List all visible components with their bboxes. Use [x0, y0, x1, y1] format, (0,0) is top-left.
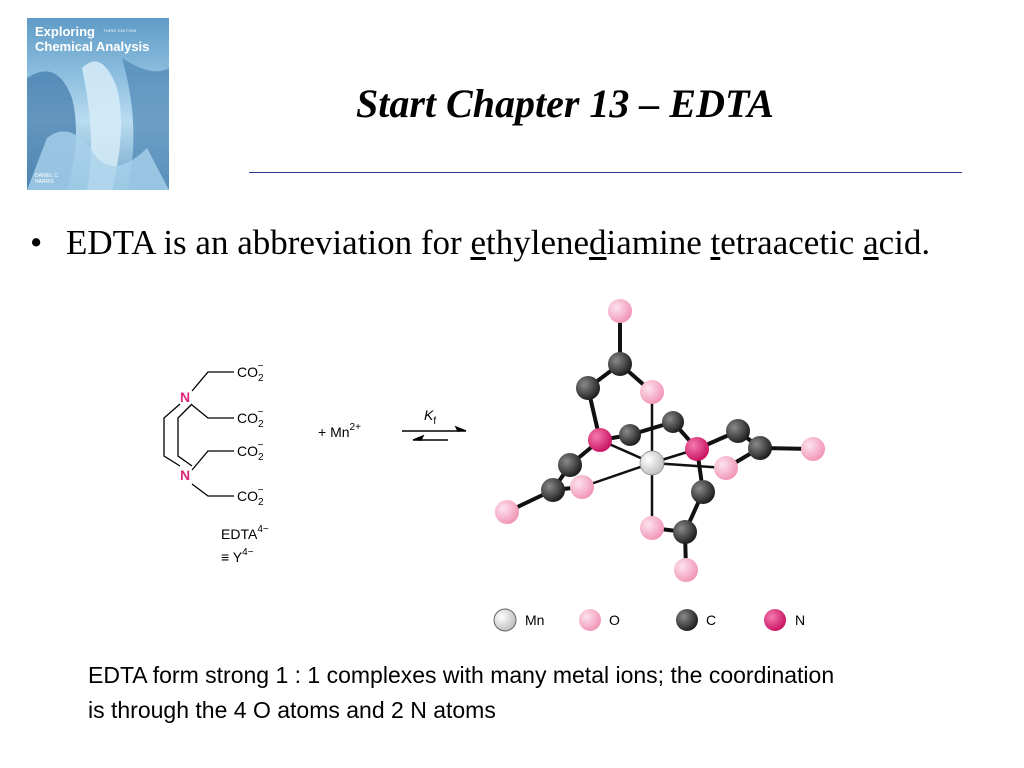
carbon-atom	[662, 411, 684, 433]
bullet-marker: •	[30, 223, 43, 262]
carboxylate-label-1: CO2−	[237, 361, 264, 384]
carboxylate-label-2: CO2−	[237, 407, 264, 430]
carboxylate-label-3: CO2−	[237, 440, 264, 463]
nitrogen-atom	[588, 428, 612, 452]
legend-c-label: C	[706, 612, 716, 628]
oxygen-atom	[714, 456, 738, 480]
cover-edition: THIRD EDITION	[103, 28, 137, 33]
carbon-atom	[541, 478, 565, 502]
book-cover-image: Exploring Chemical Analysis THIRD EDITIO…	[27, 18, 169, 190]
legend-n-label: N	[795, 612, 805, 628]
oxygen-atom	[570, 475, 594, 499]
carbon-atom	[558, 453, 582, 477]
carbon-atom	[726, 419, 750, 443]
atom-legend: Mn O C N	[493, 608, 805, 632]
legend-c-swatch	[676, 609, 698, 631]
cover-title: Exploring Chemical Analysis	[35, 24, 150, 54]
edta-skeletal-structure	[163, 371, 234, 497]
n-atom-label-bottom: N	[180, 467, 190, 483]
bullet-text: EDTA is an abbreviation for ethylenediam…	[66, 223, 931, 262]
equilibrium-arrow	[402, 425, 467, 441]
mn-edta-3d-model	[495, 299, 825, 582]
oxygen-atom	[674, 558, 698, 582]
n-atom-label-top: N	[180, 389, 190, 405]
legend-n-swatch	[764, 609, 786, 631]
oxygen-atom	[801, 437, 825, 461]
title-underline	[249, 172, 962, 173]
slide-title: Start Chapter 13 – EDTA	[356, 81, 774, 126]
plus-mn-label: + Mn2+	[318, 422, 361, 440]
figure-caption: EDTA form strong 1 : 1 complexes with ma…	[88, 662, 835, 723]
kf-label: Kf	[424, 407, 436, 427]
y4-label: ≡ Y4−	[221, 547, 254, 565]
oxygen-atom	[608, 299, 632, 323]
edta-label: EDTA4−	[221, 524, 269, 542]
carbon-atom	[608, 352, 632, 376]
legend-mn-swatch	[493, 608, 517, 632]
carbon-atom	[691, 480, 715, 504]
edta-complex-figure: N N CO2− CO2− CO2− CO2− EDTA4− ≡ Y4− + M…	[163, 299, 825, 632]
manganese-atom	[639, 450, 665, 476]
oxygen-atom	[640, 516, 664, 540]
nitrogen-atom	[685, 437, 709, 461]
oxygen-atom	[495, 500, 519, 524]
carbon-atom	[673, 520, 697, 544]
legend-mn-label: Mn	[525, 612, 544, 628]
oxygen-atom	[640, 380, 664, 404]
glacier-illustration	[27, 58, 169, 190]
carbon-atom	[619, 424, 641, 446]
legend-o-label: O	[609, 612, 620, 628]
carbon-atom	[576, 376, 600, 400]
legend-o-swatch	[579, 609, 601, 631]
carboxylate-label-4: CO2−	[237, 485, 264, 508]
cover-author: DANIEL C. HARRIS	[35, 173, 60, 185]
carbon-atom	[748, 436, 772, 460]
